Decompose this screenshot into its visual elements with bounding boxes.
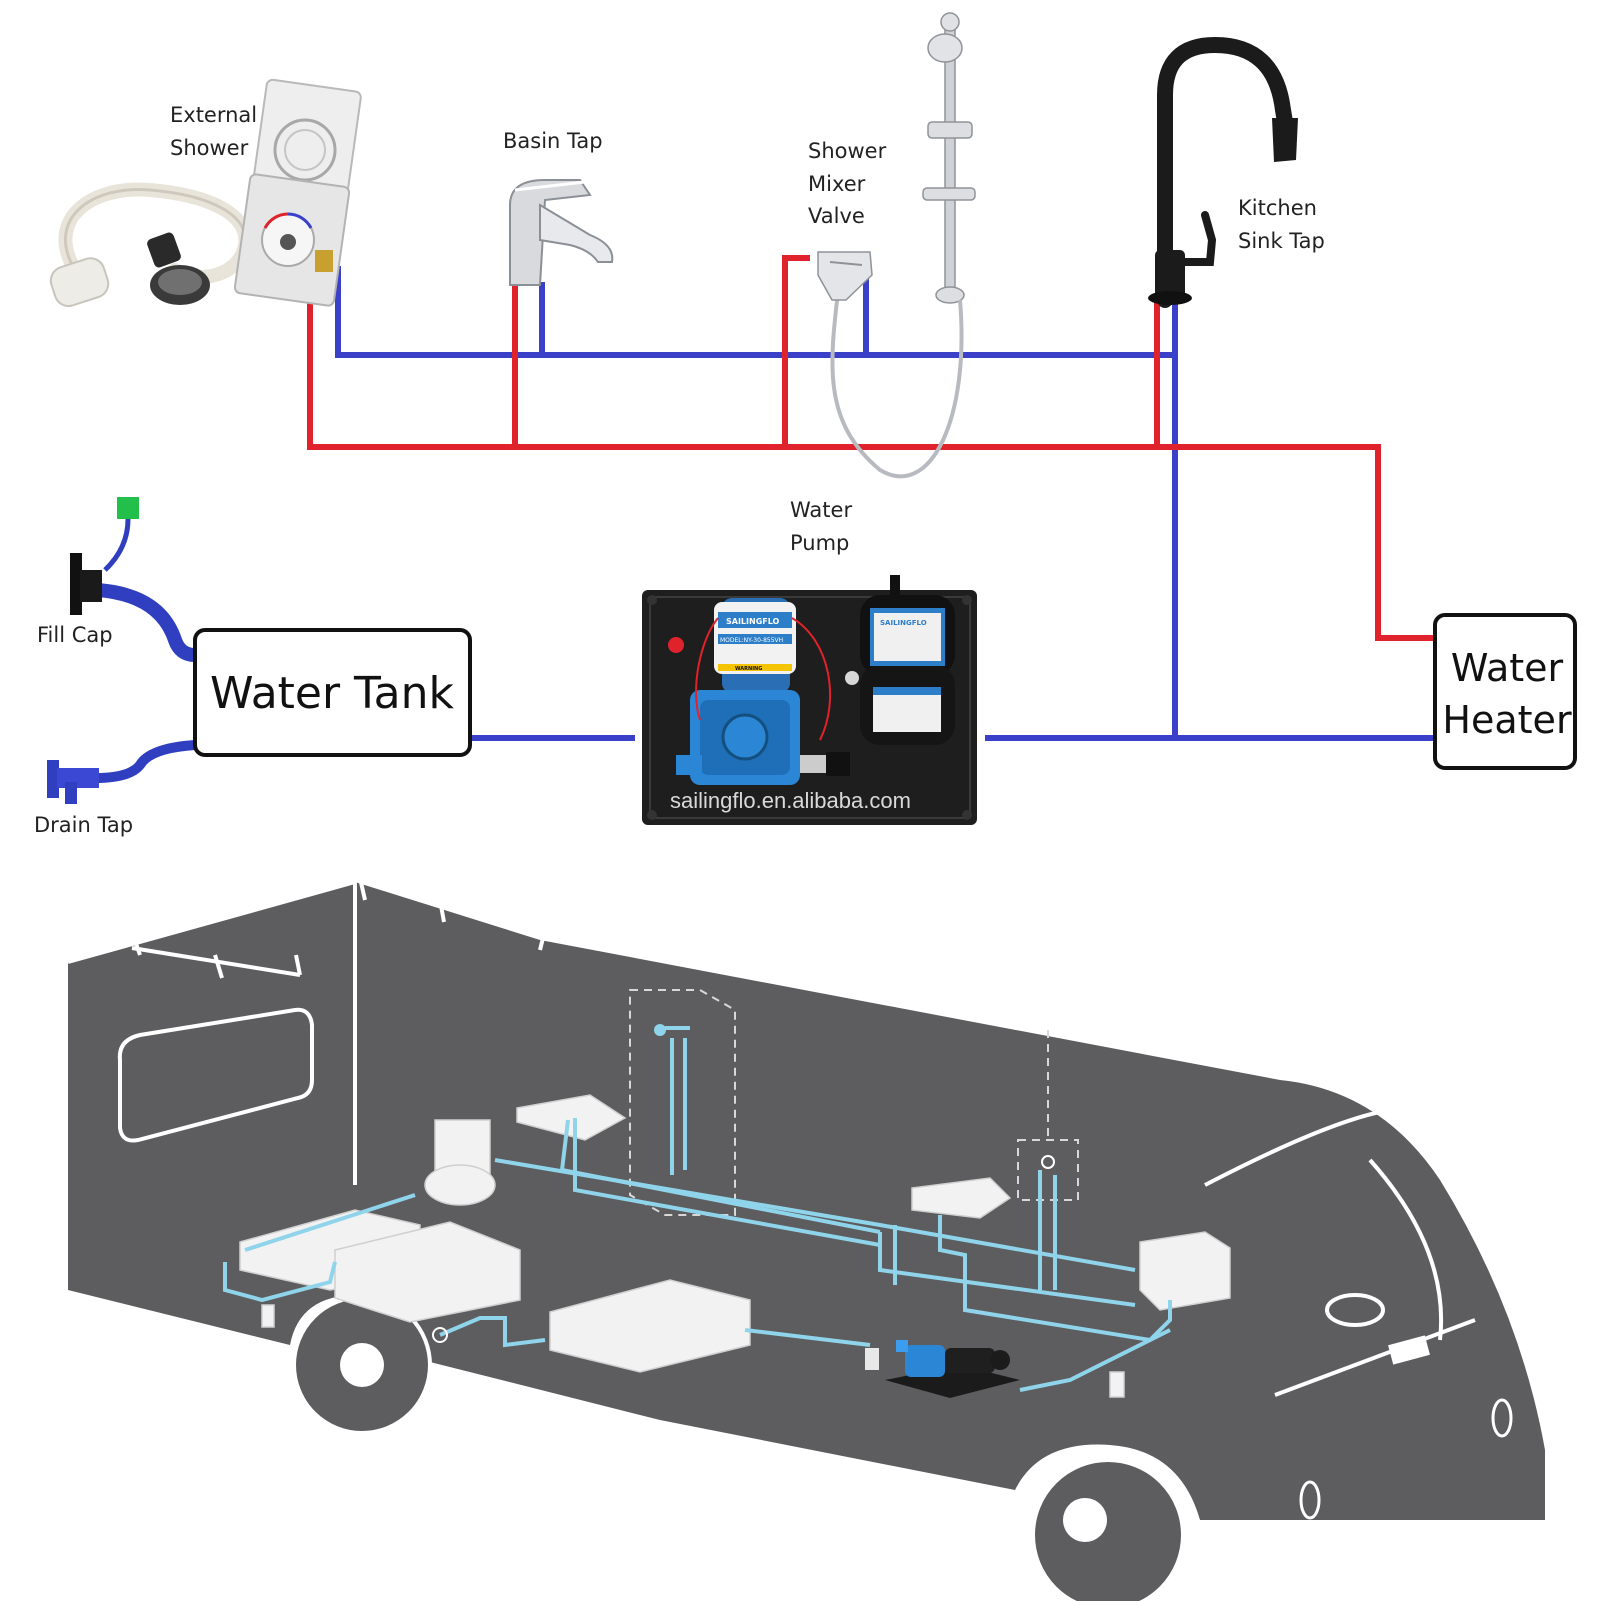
roof-rails (67, 875, 547, 1185)
water-tank-box (193, 628, 472, 757)
shower-mixer-label-line3: Valve (808, 204, 865, 228)
water-heater-label-line1: Water (1451, 646, 1564, 690)
drain-tap-label: Drain Tap (34, 813, 133, 837)
water-heater-label-line2: Heater (1442, 698, 1572, 742)
shower-enclosure-outline (629, 989, 1079, 1216)
fill-cap-label: Fill Cap (37, 623, 113, 647)
rv-pipe-network (223, 1026, 1172, 1392)
fill-cap-icon (70, 497, 196, 662)
hot-pipe-main (307, 263, 1435, 641)
hot-water-pipes (307, 255, 1435, 641)
watermark-text: sailingflo.en.alibaba.com (670, 788, 911, 813)
rear-wheel-hub (340, 1343, 384, 1387)
pump-warning-text: WARNING (735, 666, 762, 672)
shower-rail-icon (817, 12, 976, 479)
water-pump-label-line2: Pump (790, 531, 849, 555)
water-heater-unit (1139, 1231, 1231, 1311)
drain-tap-icon (47, 740, 196, 804)
inline-filter (1109, 1371, 1125, 1398)
front-wheel-hub (1063, 1498, 1107, 1542)
external-shower-label-line2: Shower (170, 136, 249, 160)
rv-strainer (865, 1348, 879, 1370)
rv-pump-icon (885, 1340, 1020, 1398)
pump-brand-text: SAILINGFLO (726, 617, 780, 626)
toilet-bowl (424, 1164, 496, 1206)
front-wheel (1031, 1458, 1185, 1601)
basin-tap-icon (509, 179, 614, 286)
kitchen-tap-label-line2: Sink Tap (1238, 229, 1325, 253)
cold-pipe-main (335, 266, 1175, 358)
grey-tank (549, 1279, 751, 1373)
kitchen-tap-label-line1: Kitchen (1238, 196, 1317, 220)
external-shower-icon (49, 78, 362, 308)
shower-mixer-label-line2: Mixer (808, 172, 866, 196)
shower-mixer-label-line1: Shower (808, 139, 887, 163)
bathroom-sink (516, 1094, 627, 1141)
pump-model-text: MODEL:NY-30-855VH (720, 637, 783, 644)
side-window (117, 1007, 314, 1143)
external-shower-label-line1: External (170, 103, 257, 127)
water-heater-box (1433, 613, 1577, 770)
water-pump-icon: SAILINGFLO MODEL:NY-30-855VH WARNING SAI… (642, 575, 977, 825)
hot-pipe-shower-mixer (782, 255, 810, 447)
kitchen-faucet-icon (1148, 36, 1298, 308)
kitchen-sink (911, 1177, 1012, 1219)
rv-cutaway-illustration (67, 875, 1545, 1601)
accumulator-brand-text: SAILINGFLO (880, 619, 927, 627)
basin-tap-label: Basin Tap (503, 129, 603, 153)
water-tank-label: Water Tank (210, 668, 454, 719)
steering-wheel (1325, 1293, 1385, 1327)
fresh-tank-b (334, 1221, 521, 1323)
water-pump-label-line1: Water (790, 498, 852, 522)
rv-body (68, 882, 1545, 1520)
drain-valve (261, 1304, 275, 1328)
